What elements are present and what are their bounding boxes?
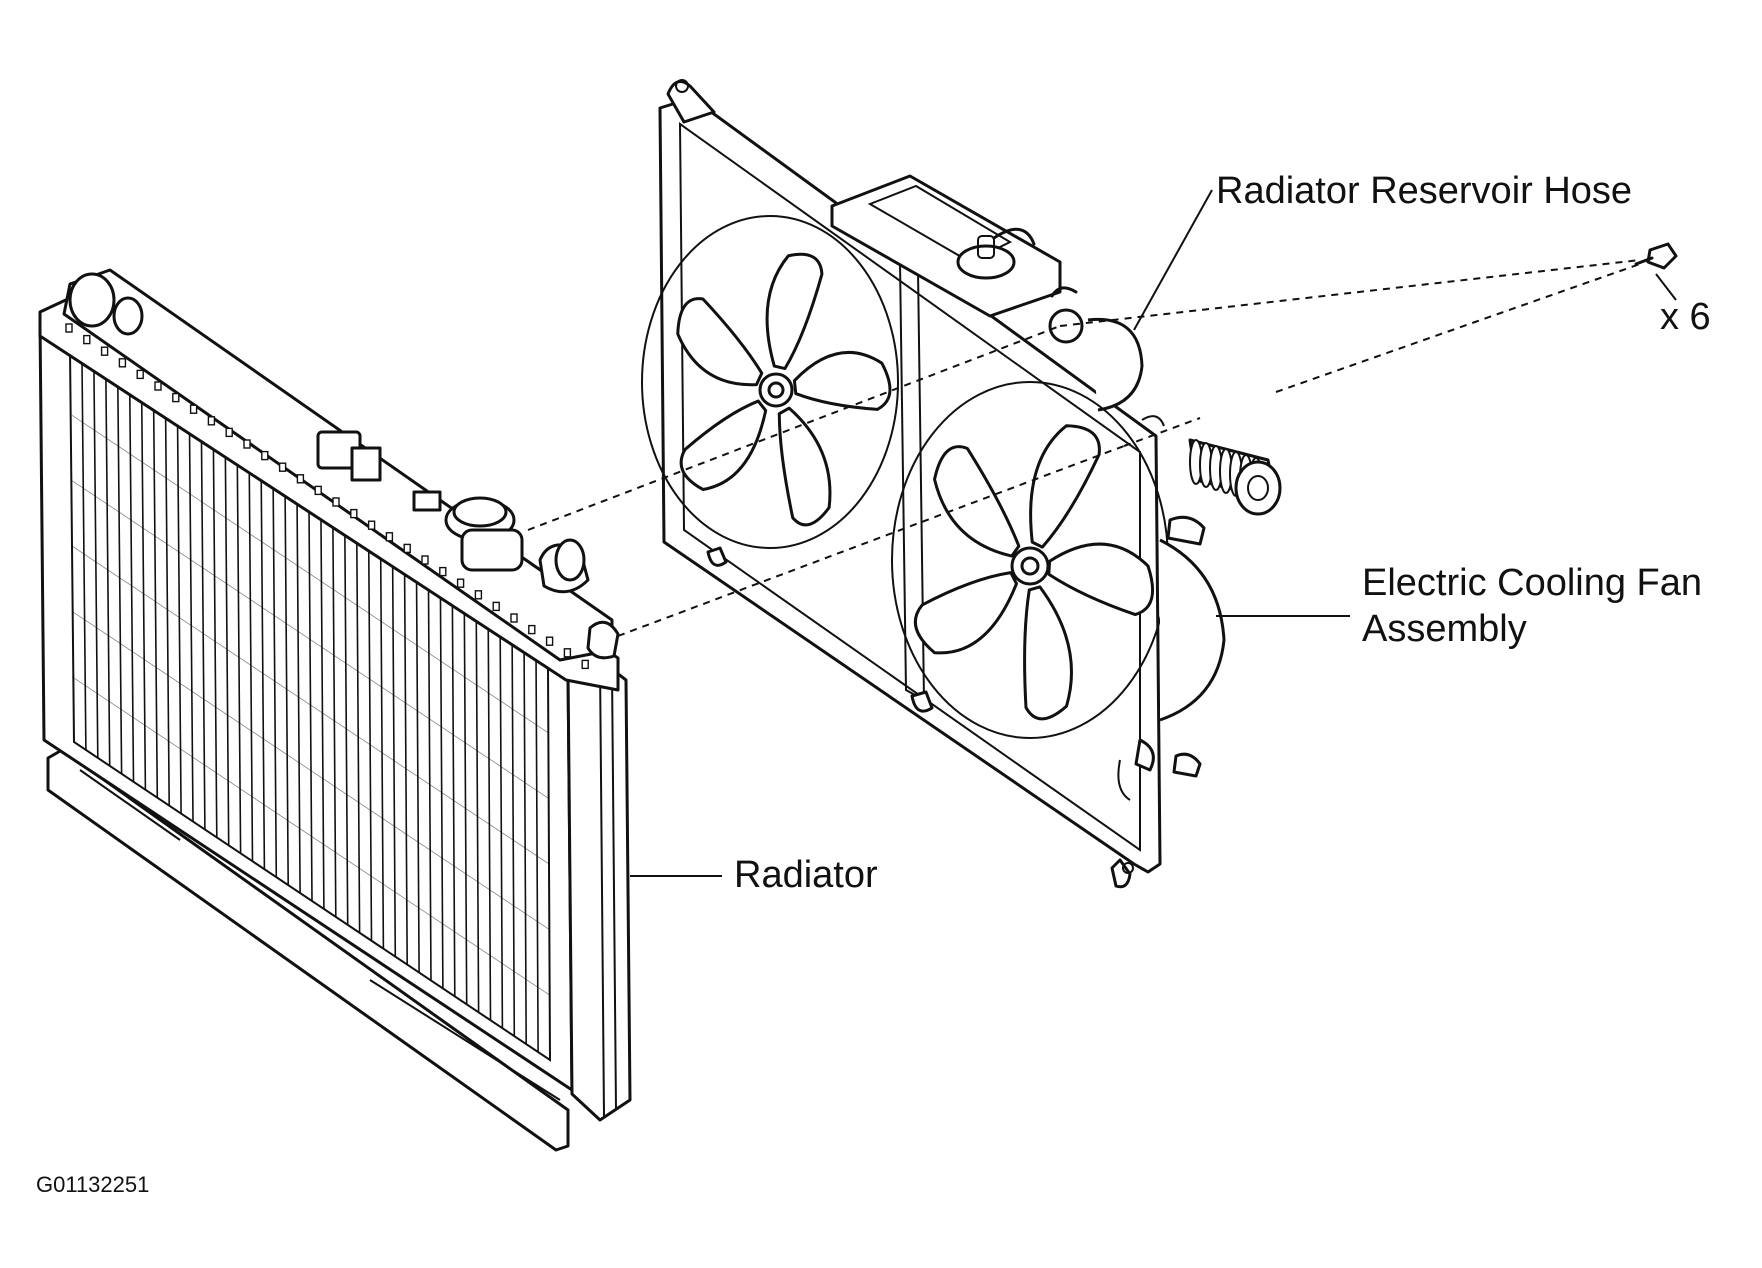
- fan-blade: [777, 406, 832, 527]
- fan-blade: [913, 571, 1018, 655]
- fan-blade: [676, 297, 764, 387]
- fan-blade: [765, 252, 824, 371]
- alignment-lines: [527, 259, 1641, 637]
- radiator-drawing: [38, 268, 632, 1152]
- radiator-tank-teeth: [65, 323, 589, 670]
- label-fan-assembly-line1: Electric Cooling Fan: [1362, 562, 1703, 604]
- corrugated-hose: [1188, 438, 1282, 516]
- fan-blade: [1023, 585, 1073, 721]
- radiator-side-tank: [566, 658, 632, 1122]
- fan-blade: [679, 399, 768, 491]
- reservoir-hose-coil: [1087, 317, 1144, 412]
- fan-blade: [1047, 542, 1155, 617]
- radiator-fins: [71, 357, 550, 1053]
- coolant-reservoir: [830, 174, 1062, 318]
- bolt-icon: [1634, 242, 1678, 301]
- label-radiator-reservoir-hose: Radiator Reservoir Hose: [1216, 170, 1633, 212]
- label-bolt-quantity: x 6: [1660, 296, 1711, 338]
- label-radiator: Radiator: [734, 854, 878, 896]
- fan-shroud-drawing: [641, 79, 1282, 889]
- figure-code: G01132251: [36, 1172, 150, 1197]
- label-fan-assembly-line2: Assembly: [1362, 608, 1527, 650]
- fan-blade: [792, 351, 892, 411]
- leader-lines: [630, 189, 1350, 877]
- left-fan: [641, 215, 899, 549]
